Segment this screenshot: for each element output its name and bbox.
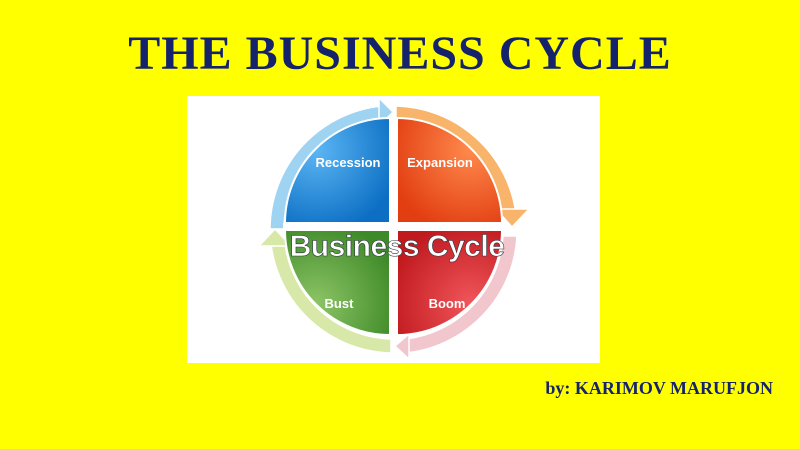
label-boom: Boom [429,296,466,311]
cycle-svg: Recession Expansion Bust Boom Business C… [257,96,531,361]
quadrant-recession [283,116,391,224]
author-credit: by: KARIMOV MARUFJON [545,378,773,398]
arrowhead-right [494,208,531,229]
label-recession: Recession [315,155,380,170]
quadrant-expansion [396,116,504,224]
center-band [283,223,504,230]
label-expansion: Expansion [407,155,473,170]
center-label: Business Cycle [290,230,505,263]
label-bust: Bust [325,296,355,311]
quadrant-boom [396,229,504,337]
quadrant-bust [283,229,391,337]
arrowhead-left [257,227,293,247]
business-cycle-diagram: Recession Expansion Bust Boom Business C… [187,96,600,363]
slide-title: THE BUSINESS CYCLE [128,27,672,80]
arrowhead-bottom [393,332,410,361]
